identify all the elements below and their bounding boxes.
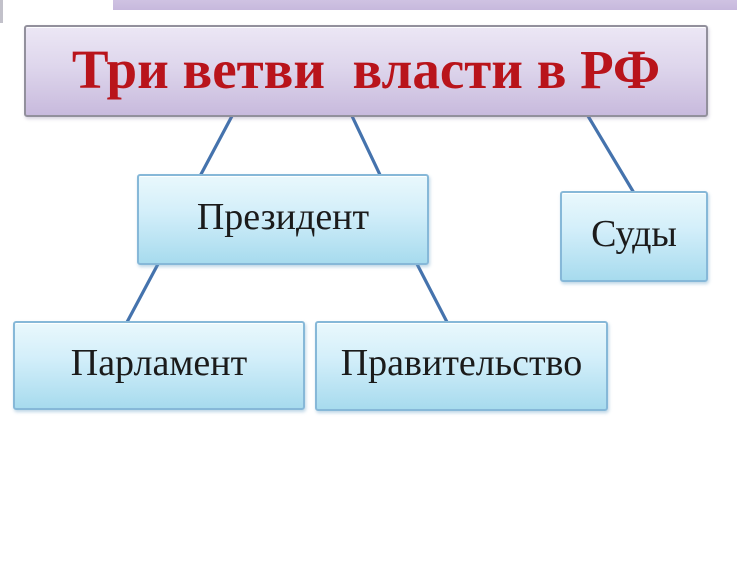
diagram-title-box: Три ветви власти в РФ (24, 25, 708, 117)
node-parliament-label: Парламент (70, 341, 248, 384)
node-parliament: Парламент (13, 321, 305, 410)
connector-title-president-right (350, 114, 383, 179)
connector-president-parliament (124, 262, 160, 326)
node-president-label: Президент (196, 195, 370, 238)
slide-top-edge-strip (113, 0, 737, 10)
node-government: Правительство (315, 321, 608, 411)
connector-title-president-left (197, 114, 234, 180)
connector-title-courts (586, 114, 636, 195)
node-courts: Суды (560, 191, 708, 282)
connector-president-government (415, 262, 450, 326)
node-government-label: Правительство (340, 342, 583, 384)
node-president: Президент (137, 174, 429, 265)
node-courts-label: Суды (591, 212, 677, 255)
diagram-title: Три ветви власти в РФ (71, 38, 661, 100)
slide-corner-artifact (0, 0, 3, 23)
